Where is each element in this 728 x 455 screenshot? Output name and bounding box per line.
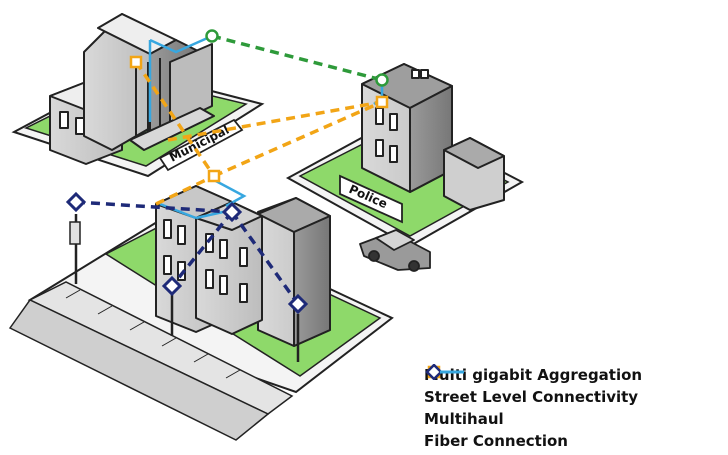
legend-item: Multihaul [424, 364, 642, 430]
legend-label: Multihaul [424, 410, 504, 428]
street [8, 281, 294, 441]
police-car [359, 229, 431, 272]
municipal-building [49, 13, 215, 165]
legend-item: Fiber Connection [424, 370, 642, 452]
multihaul-links [75, 200, 300, 306]
street-level-links [134, 61, 383, 206]
legend-label: Fiber Connection [424, 432, 568, 450]
street-level-nodes [129, 55, 389, 183]
legend-marker-icon [425, 364, 443, 380]
legend-label: Street Level Connectivity [424, 388, 639, 406]
central-buildings [155, 185, 331, 347]
police-building [361, 63, 505, 211]
legend-key-icon [440, 370, 464, 374]
legend-label: Multi gigabit Aggregation [424, 366, 643, 384]
legend-item: Street Level Connectivity [424, 365, 642, 408]
street-poles [69, 214, 300, 362]
aggregation-links [205, 29, 389, 87]
multihaul-nodes [65, 191, 309, 315]
